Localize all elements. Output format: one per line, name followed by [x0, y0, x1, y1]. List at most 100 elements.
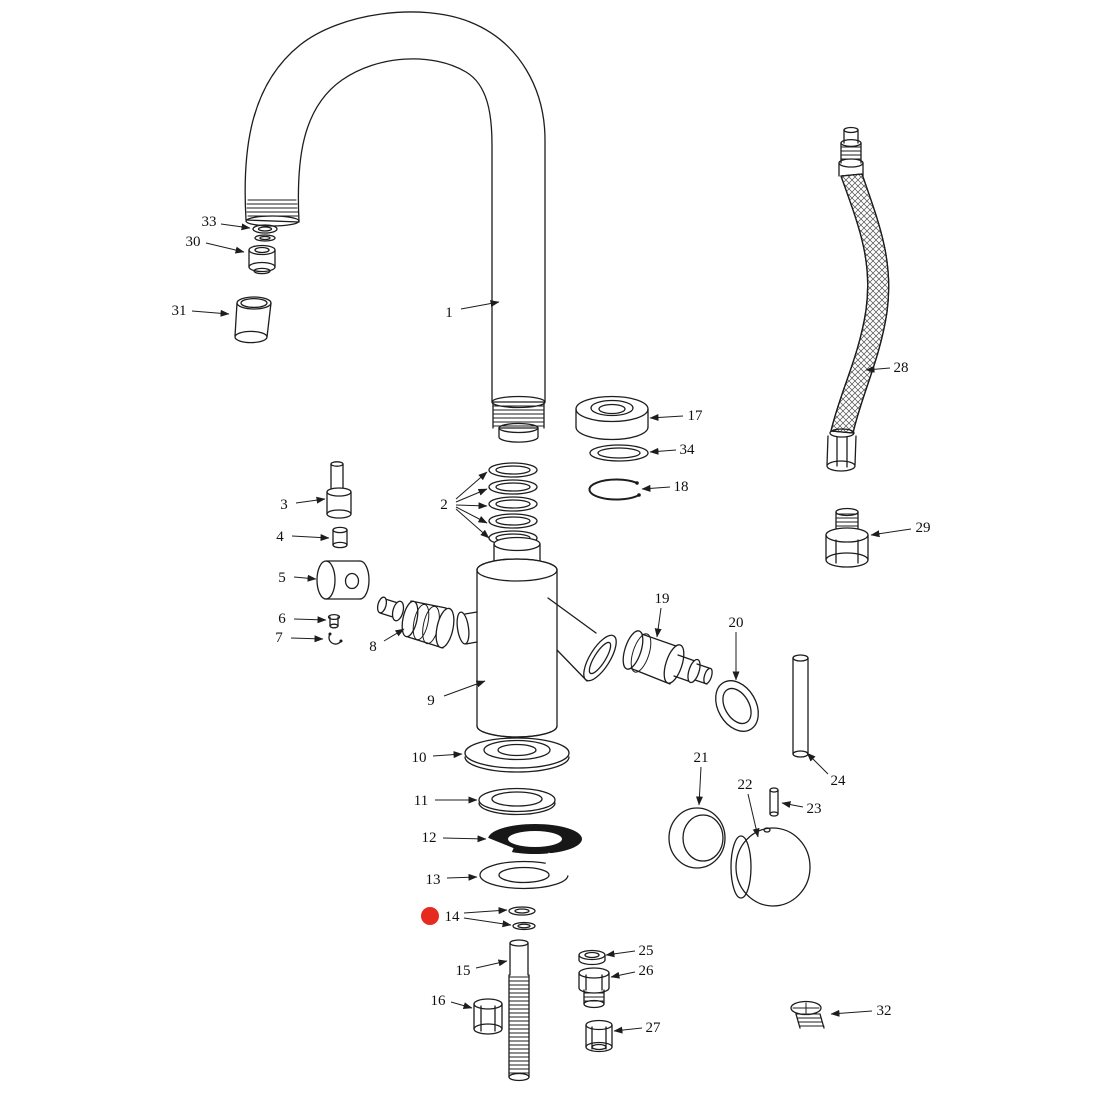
leader-line-2 — [455, 502, 488, 510]
small-washers — [508, 906, 536, 931]
leader-line-2 — [455, 508, 490, 539]
part-label-3: 3 — [280, 497, 288, 513]
mounting-nut — [473, 998, 503, 1035]
part-label-31: 31 — [172, 303, 187, 319]
leader-line-13 — [446, 873, 478, 881]
faucet-body — [456, 536, 617, 738]
part-label-6: 6 — [278, 611, 286, 627]
part-label-29: 29 — [916, 520, 931, 536]
mounting-ring — [715, 680, 759, 732]
leader-line-17 — [649, 413, 684, 421]
leader-line-19 — [654, 607, 662, 638]
part-label-25: 25 — [639, 943, 654, 959]
leader-line-23 — [781, 801, 804, 809]
part-label-32: 32 — [877, 1003, 892, 1019]
c-clip — [479, 852, 582, 890]
spout-tube — [244, 11, 546, 443]
part-label-17: 17 — [688, 408, 704, 424]
snap-ring — [588, 478, 641, 501]
leader-line-29 — [870, 528, 912, 538]
leader-line-27 — [613, 1026, 643, 1034]
aerator-insert — [248, 244, 276, 275]
leader-line-7 — [290, 635, 324, 643]
screw — [790, 1000, 825, 1029]
part-label-24: 24 — [831, 773, 847, 789]
part-label-5: 5 — [278, 570, 286, 586]
diverter-pin — [326, 461, 352, 519]
leader-line-5 — [293, 574, 317, 582]
flat-washer-34 — [589, 444, 649, 462]
lever-rod — [792, 654, 809, 758]
aerator-shell — [234, 296, 272, 344]
leader-line-18 — [641, 484, 671, 492]
leader-line-3 — [295, 496, 326, 504]
part-label-16: 16 — [431, 993, 447, 1009]
part-label-30: 30 — [186, 234, 201, 250]
leader-line-4 — [291, 534, 330, 542]
part-label-19: 19 — [655, 591, 670, 607]
leader-line-15 — [475, 959, 508, 969]
callout-layer: 1234567891011121314151617181920212223242… — [172, 214, 931, 1036]
flex-hose — [826, 126, 890, 472]
leader-line-30 — [205, 242, 245, 254]
base-flange — [464, 737, 570, 773]
hose-fitting — [825, 507, 869, 568]
trim-ring — [668, 807, 726, 869]
leader-line-2 — [455, 488, 488, 503]
part-label-4: 4 — [276, 529, 284, 545]
leader-line-31 — [191, 309, 230, 317]
handle-pin — [769, 787, 779, 817]
base-ring — [478, 787, 556, 816]
leader-line-32 — [830, 1009, 873, 1017]
part-label-12: 12 — [422, 830, 437, 846]
leader-line-22 — [747, 793, 760, 838]
leader-line-6 — [293, 616, 327, 624]
part-label-23: 23 — [807, 801, 822, 817]
part-label-28: 28 — [894, 360, 909, 376]
leader-line-28 — [865, 365, 891, 373]
aerator-washer — [252, 224, 278, 242]
part-label-18: 18 — [674, 479, 689, 495]
check-valve — [578, 967, 610, 1009]
leader-line-25 — [605, 950, 636, 958]
valve-nut-large — [585, 1019, 613, 1053]
part-label-8: 8 — [369, 639, 377, 655]
leader-line-2 — [455, 471, 488, 500]
leader-line-8 — [383, 628, 405, 642]
leader-line-1 — [460, 300, 500, 310]
part-label-33: 33 — [202, 214, 217, 230]
part-label-10: 10 — [412, 750, 427, 766]
leader-line-24 — [806, 752, 829, 775]
set-screw — [327, 613, 341, 629]
spout-collar — [575, 395, 649, 441]
small-bushing — [332, 526, 348, 549]
cartridge-left — [376, 596, 455, 649]
retainer-clip-small — [328, 632, 343, 645]
part-label-2: 2 — [440, 497, 448, 513]
handle-knob — [730, 827, 811, 907]
valve-nut-small — [578, 949, 606, 966]
part-label-15: 15 — [456, 963, 471, 979]
part-label-13: 13 — [426, 872, 441, 888]
leader-line-34 — [649, 447, 677, 455]
horseshoe-clip — [476, 824, 582, 863]
part-label-14: 14 — [445, 909, 461, 925]
leader-line-12 — [442, 835, 487, 843]
part-label-22: 22 — [738, 777, 753, 793]
leader-line-16 — [450, 1001, 473, 1010]
leader-line-2 — [455, 506, 488, 524]
side-cap — [316, 560, 370, 600]
o-ring-stack — [488, 462, 538, 546]
leader-line-10 — [432, 751, 463, 759]
diagram-art — [234, 11, 890, 1082]
leader-line-14 — [463, 917, 512, 928]
part-label-1: 1 — [445, 305, 453, 321]
highlight-dot — [421, 907, 439, 925]
part-label-11: 11 — [414, 793, 428, 809]
threaded-stud — [508, 939, 530, 1082]
leader-line-33 — [220, 223, 251, 231]
part-label-34: 34 — [680, 442, 696, 458]
leader-line-9 — [443, 680, 486, 697]
leader-line-14 — [463, 907, 508, 915]
